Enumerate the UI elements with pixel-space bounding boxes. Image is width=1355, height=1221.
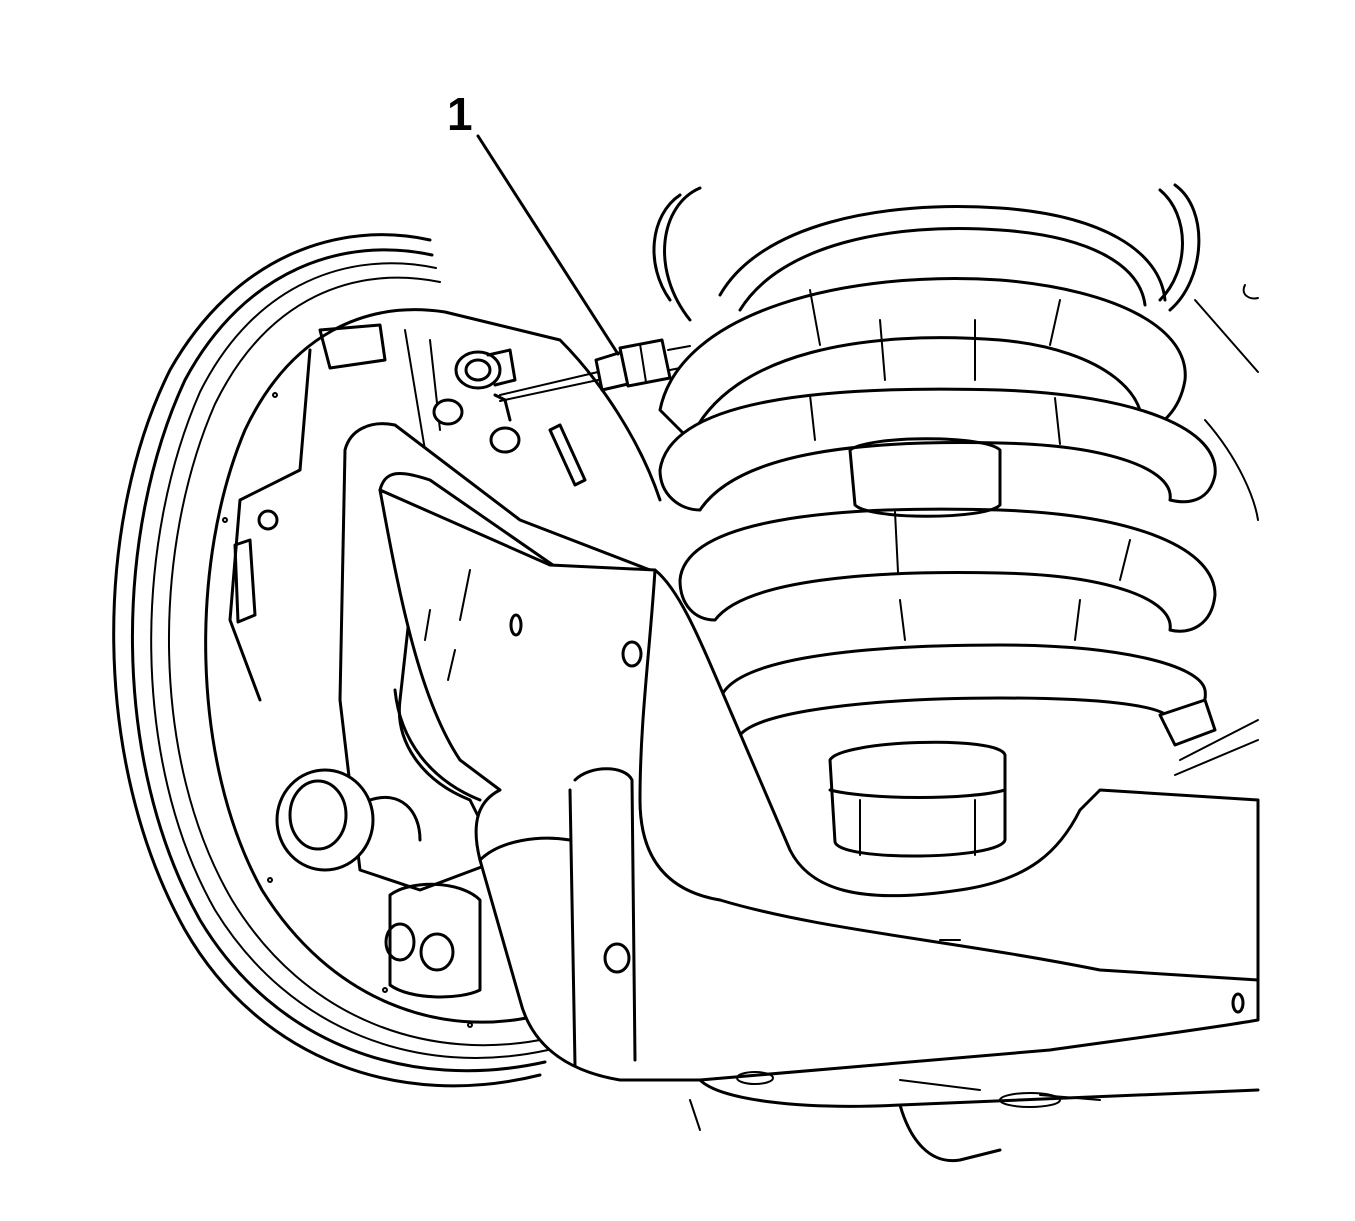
shock-absorber xyxy=(848,319,1081,641)
backing-plate-stamping xyxy=(228,323,441,702)
callout-label: 1 xyxy=(447,88,473,140)
axle-arm xyxy=(338,422,1260,1163)
wheel-cylinder-fittings xyxy=(432,348,587,487)
callout-1: 1 xyxy=(447,88,620,356)
coil-spring xyxy=(652,183,1217,858)
callout-leader-line xyxy=(476,134,620,356)
pivot-bushing xyxy=(275,768,482,999)
brake-line-fitting xyxy=(499,338,691,402)
body-structure xyxy=(1174,284,1259,776)
brake-backing-plate xyxy=(112,233,662,1088)
